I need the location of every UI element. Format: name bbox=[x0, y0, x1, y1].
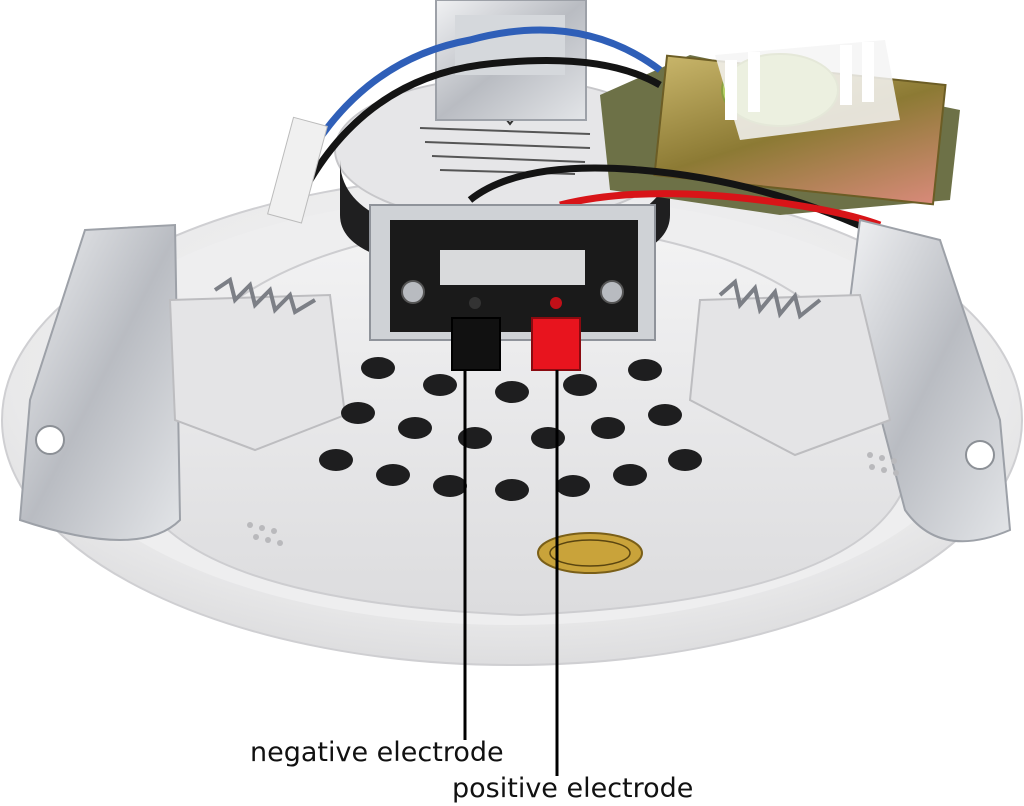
black-wire bbox=[306, 57, 662, 182]
vent-holes bbox=[319, 357, 702, 501]
red-wire bbox=[559, 190, 882, 229]
negative-terminal-clip bbox=[451, 317, 501, 371]
positive-electrode-label: positive electrode bbox=[452, 773, 694, 804]
left-clamp-hole bbox=[35, 425, 65, 455]
spec-text-lines bbox=[419, 127, 591, 175]
negative-electrode-label: negative electrode bbox=[250, 737, 504, 768]
left-spring bbox=[213, 276, 317, 316]
wire-sleeve bbox=[267, 116, 328, 224]
blue-wire bbox=[296, 26, 663, 172]
terminal-window bbox=[440, 250, 585, 285]
qc-sticker bbox=[537, 532, 643, 574]
positive-terminal-clip bbox=[531, 317, 581, 371]
small-perforations-right bbox=[867, 452, 899, 476]
terminal-screw-left bbox=[401, 280, 425, 304]
right-mounting-clamp bbox=[688, 218, 1012, 543]
terminal-screw-right bbox=[600, 280, 624, 304]
right-clamp-hole bbox=[965, 440, 995, 470]
terminal-block bbox=[369, 204, 656, 371]
small-perforations-left bbox=[247, 522, 283, 546]
left-mounting-clamp bbox=[18, 223, 347, 541]
coil-bobbin bbox=[715, 40, 900, 140]
right-spring bbox=[718, 278, 822, 320]
